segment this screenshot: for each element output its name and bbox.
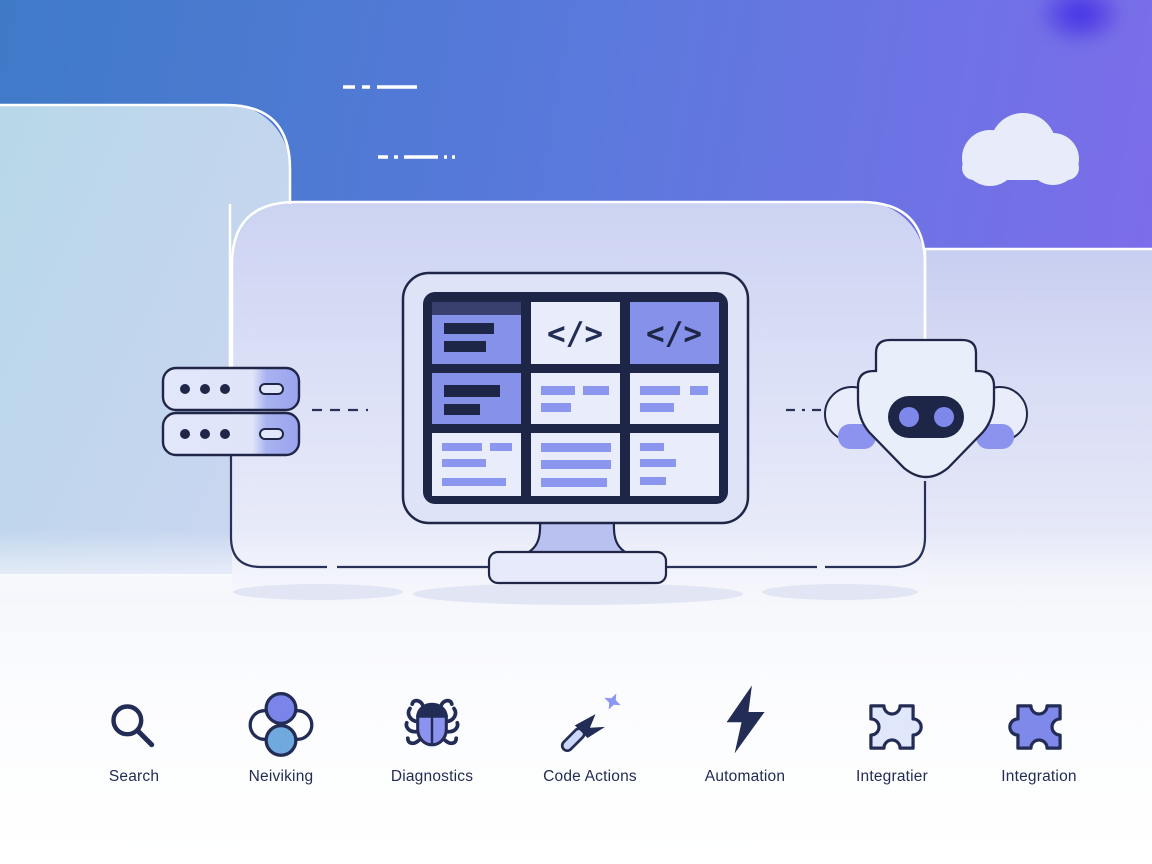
feature-integratier: Integratier bbox=[817, 672, 967, 786]
panel-main-border bbox=[230, 200, 927, 368]
server-slot-2 bbox=[259, 428, 284, 440]
feature-neiviking: Neiviking bbox=[206, 672, 356, 786]
white-dashes bbox=[343, 85, 470, 159]
cloud bbox=[962, 113, 1079, 186]
robot-head bbox=[824, 338, 1028, 479]
feature-integration: Integration bbox=[964, 672, 1114, 786]
lightning-bolt-icon bbox=[712, 672, 778, 758]
monitor-base bbox=[487, 550, 668, 585]
server-unit-2 bbox=[161, 411, 301, 457]
feature-label: Automation bbox=[704, 768, 786, 785]
feature-label: Integration bbox=[1001, 768, 1077, 785]
connector-lines bbox=[229, 408, 927, 569]
feature-diagnostics: Diagnostics bbox=[357, 672, 507, 786]
bug-icon bbox=[399, 672, 465, 758]
connector-robot-down bbox=[825, 481, 927, 569]
cell-header-strip bbox=[432, 302, 521, 315]
white-drop-lines bbox=[228, 204, 927, 368]
server-unit-1 bbox=[161, 366, 301, 412]
puzzle-piece-purple-icon bbox=[1008, 672, 1070, 758]
feature-label: Integratier bbox=[856, 768, 928, 785]
connector-server-down bbox=[229, 455, 327, 569]
feature-row: Search Neiviking bbox=[0, 672, 1152, 812]
robot-eye-left bbox=[899, 407, 919, 427]
magic-wand-icon bbox=[554, 672, 626, 758]
screen-row-3 bbox=[432, 433, 719, 496]
feature-label: Diagnostics bbox=[390, 768, 474, 785]
screen-cell bbox=[531, 302, 620, 364]
feature-search: Search bbox=[59, 672, 209, 786]
code-glyph: </> bbox=[547, 316, 603, 352]
server-leds bbox=[180, 384, 230, 439]
circles-cluster-icon bbox=[248, 672, 314, 758]
screen-row-1: </> </> bbox=[432, 302, 719, 364]
robot-visor bbox=[888, 396, 964, 438]
code-glyph: </> bbox=[646, 316, 702, 352]
server-slot-1 bbox=[259, 383, 284, 395]
puzzle-piece-light-icon bbox=[861, 672, 923, 758]
server-rack bbox=[161, 366, 301, 457]
feature-label: Code Actions bbox=[543, 768, 637, 785]
monitor: </> </> bbox=[401, 271, 750, 585]
sparkle bbox=[604, 693, 621, 710]
panel-borders bbox=[0, 103, 1152, 368]
search-icon bbox=[103, 672, 165, 758]
feature-automation: Automation bbox=[670, 672, 820, 786]
illustration-layer: </> </> bbox=[0, 85, 1152, 605]
feature-label: Search bbox=[108, 768, 160, 785]
feature-label: Neiviking bbox=[248, 768, 314, 785]
robot-eye-right bbox=[934, 407, 954, 427]
feature-code-actions: Code Actions bbox=[515, 672, 665, 786]
screen-cell bbox=[630, 302, 719, 364]
screen-row-2 bbox=[432, 373, 719, 424]
panel-topleft-border bbox=[0, 103, 292, 204]
ground-shadows bbox=[233, 583, 918, 605]
